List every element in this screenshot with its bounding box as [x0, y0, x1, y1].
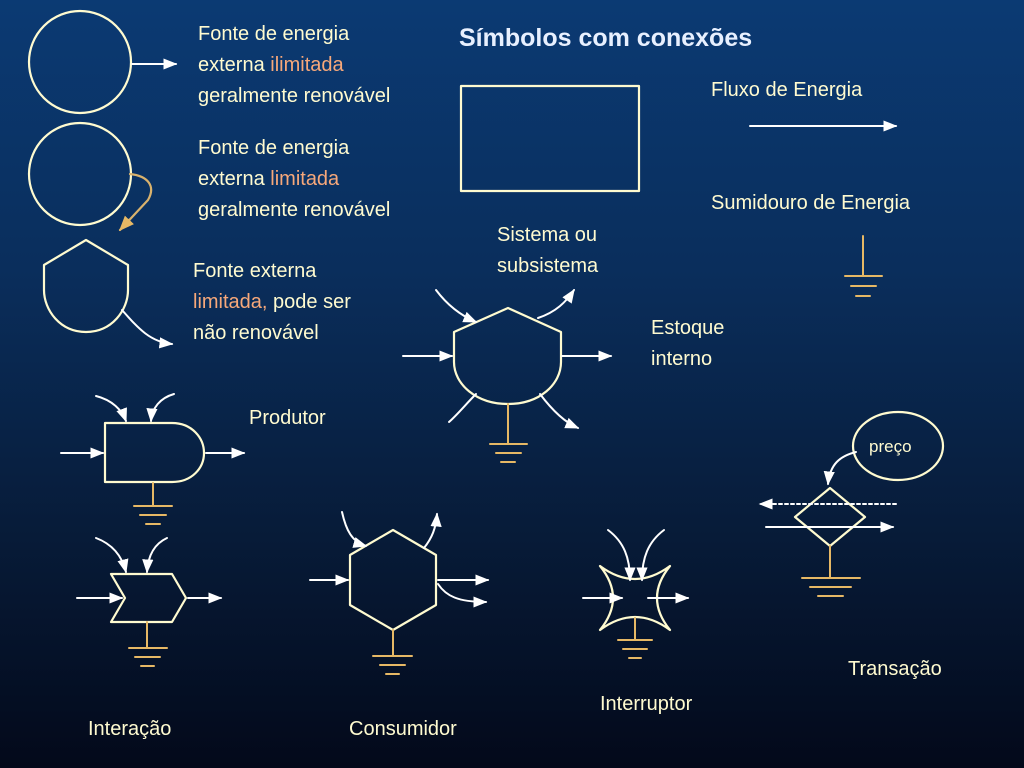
switch-label: Interruptor [600, 693, 693, 715]
producer-symbol [60, 393, 246, 525]
interaction-symbol [76, 537, 223, 667]
interaction-label: Interação [88, 718, 172, 740]
limited-source-label: Fonte de energia externa limitada geralm… [198, 137, 391, 221]
transaction-symbol [758, 410, 945, 597]
unlimited-source-label: Fonte de energia externa ilimitada geral… [198, 23, 391, 107]
external-source-symbol [42, 238, 174, 349]
producer-label: Produtor [249, 407, 326, 429]
transaction-label: Transação [848, 658, 942, 680]
system-rectangle [459, 84, 641, 193]
internal-storage-symbol [402, 288, 613, 463]
switch-symbol [582, 529, 690, 659]
limited-source-symbol [27, 121, 153, 232]
internal-storage-label: Estoque interno [651, 317, 725, 370]
price-label: preço [869, 437, 912, 456]
consumer-symbol [309, 511, 490, 675]
external-source-label: Fonte externa limitada, pode ser não ren… [193, 260, 351, 344]
unlimited-source-symbol [27, 9, 178, 115]
energy-flow-label: Fluxo de Energia [711, 79, 863, 101]
energy-sink-label: Sumidouro de Energia [711, 192, 911, 214]
page-title: Símbolos com conexões [459, 24, 753, 52]
consumer-label: Consumidor [349, 718, 457, 740]
system-label: Sistema ou subsistema [497, 224, 599, 277]
energy-sink-symbol [844, 235, 883, 297]
